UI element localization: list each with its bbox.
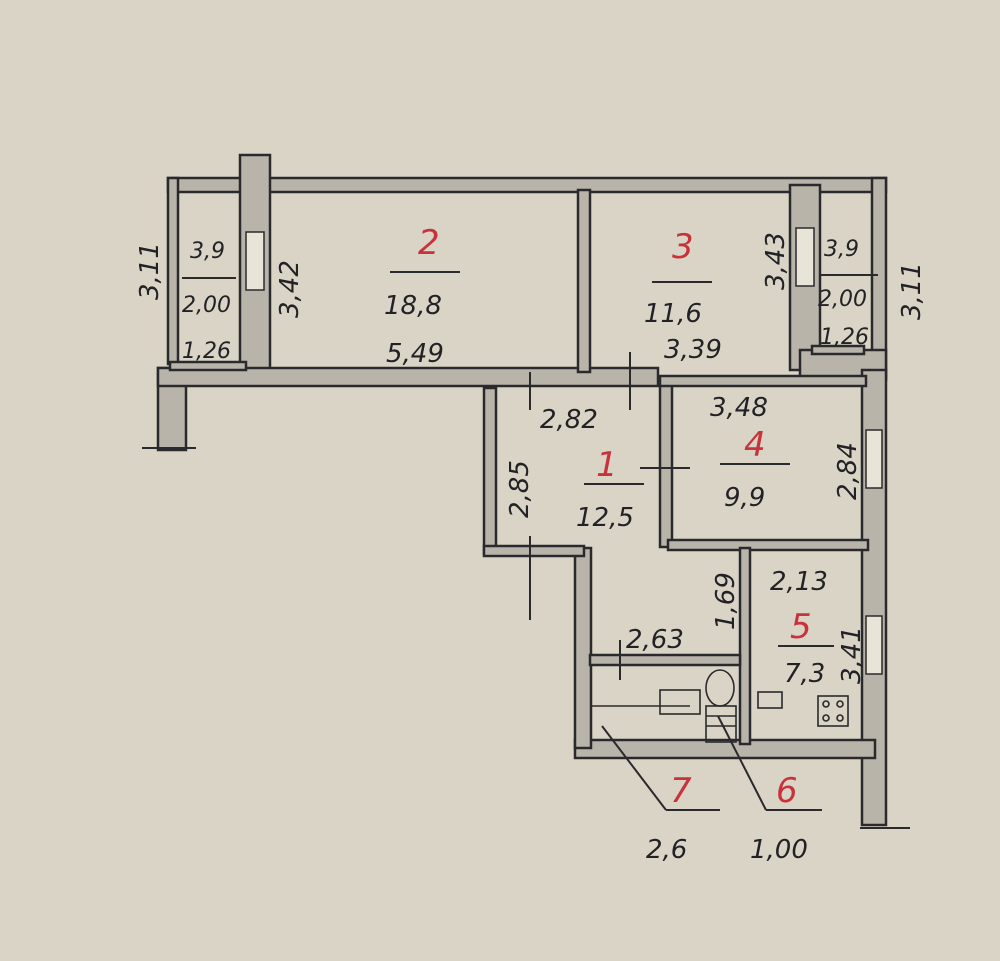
windows — [245, 227, 883, 675]
room-4-width: 3,48 — [710, 393, 768, 423]
right-balcony-width: 1,26 — [820, 325, 869, 350]
room-2-area: 18,8 — [384, 291, 442, 321]
room-4-number: 4 — [744, 425, 766, 465]
bath-width: 2,63 — [626, 625, 684, 655]
right-balcony-area: 3,9 — [824, 237, 859, 262]
room-6-area: 1,00 — [750, 835, 808, 865]
room-3-area: 11,6 — [644, 299, 702, 329]
room-3-width: 3,39 — [664, 335, 722, 365]
room-3-number: 3 — [672, 227, 694, 267]
left-balcony-area: 3,9 — [190, 239, 225, 264]
hall-width: 2,82 — [540, 405, 598, 435]
kitchen-height: 3,41 — [837, 626, 867, 684]
interior-walls — [168, 188, 870, 746]
left-balcony-inner: 3,42 — [275, 260, 305, 318]
left-balcony-width: 1,26 — [182, 339, 231, 364]
hall-height: 2,85 — [505, 460, 535, 518]
sanitary-fixtures — [590, 669, 783, 743]
right-balcony-length: 2,00 — [818, 287, 867, 312]
corridor-height: 1,69 — [711, 572, 741, 630]
room-1-number: 1 — [596, 445, 618, 485]
room-6-number: 6 — [776, 771, 798, 811]
room-7-number: 7 — [670, 771, 692, 811]
kitchen-width: 2,13 — [770, 567, 828, 597]
room-4-area: 9,9 — [724, 483, 765, 513]
room-1-area: 12,5 — [576, 503, 634, 533]
room-7-area: 2,6 — [646, 835, 687, 865]
stove-icon — [817, 695, 849, 727]
left-balcony-outer: 3,11 — [135, 242, 165, 300]
room-5-number: 5 — [790, 607, 812, 647]
leader-lines — [142, 271, 910, 829]
right-balcony-inner: 3,43 — [761, 232, 791, 290]
right-balcony-outer: 3,11 — [897, 262, 927, 320]
room-5-area: 7,3 — [784, 659, 825, 689]
room-2-number: 2 — [418, 223, 440, 263]
room-2-width: 5,49 — [386, 339, 444, 369]
left-balcony-length: 2,00 — [182, 293, 231, 318]
room-4-height: 2,84 — [833, 442, 863, 500]
